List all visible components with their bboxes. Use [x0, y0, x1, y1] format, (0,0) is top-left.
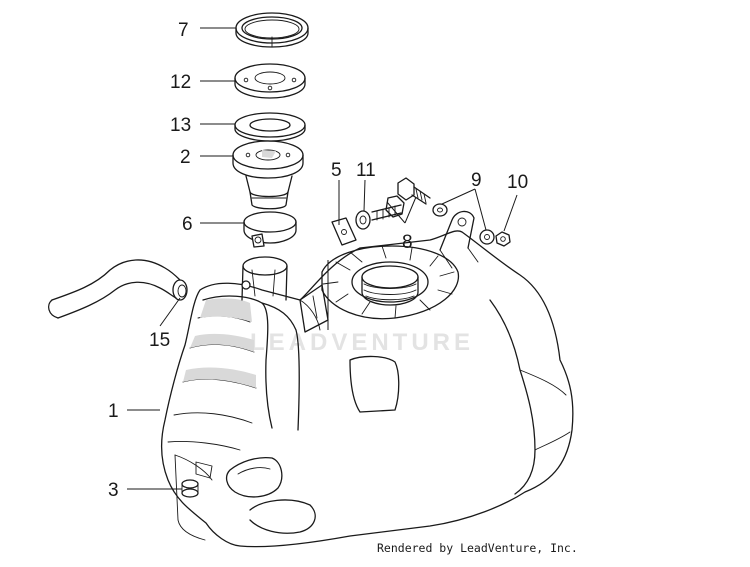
watermark: LEADVENTURE [250, 329, 474, 356]
callouts: 7 12 13 2 6 15 1 3 5 11 8 9 10 [108, 20, 528, 501]
washer-11 [355, 210, 371, 230]
callout-5: 5 [331, 160, 342, 181]
nut [495, 231, 511, 247]
ring-cap [235, 12, 309, 48]
callout-6: 6 [182, 214, 193, 235]
callout-11: 11 [356, 160, 376, 181]
bolt-upper [397, 177, 431, 205]
bolt-lower [371, 195, 405, 221]
gasket [234, 112, 306, 142]
callout-12: 12 [170, 72, 191, 93]
vent-hose [47, 259, 188, 319]
flange-plate [234, 63, 306, 99]
callout-15: 15 [149, 330, 170, 351]
hose-clamp [243, 211, 297, 248]
callout-8: 8 [402, 232, 413, 253]
pump-mount-flange [321, 245, 460, 320]
callout-1: 1 [108, 401, 119, 422]
washer-9b [479, 229, 495, 245]
callout-3: 3 [108, 480, 119, 501]
callout-2: 2 [180, 147, 191, 168]
callout-13: 13 [170, 115, 191, 136]
filler-neck [232, 140, 304, 210]
fuel-tank [160, 230, 574, 548]
tank-inlet [241, 256, 288, 301]
callout-9: 9 [471, 170, 482, 191]
bracket-clip [299, 217, 357, 333]
washer-9a [432, 203, 448, 217]
callout-7: 7 [178, 20, 189, 41]
render-credit: Rendered by LeadVenture, Inc. [377, 541, 578, 555]
drain-fitting [181, 479, 199, 498]
leader-lines [127, 27, 518, 490]
callout-10: 10 [507, 172, 528, 193]
